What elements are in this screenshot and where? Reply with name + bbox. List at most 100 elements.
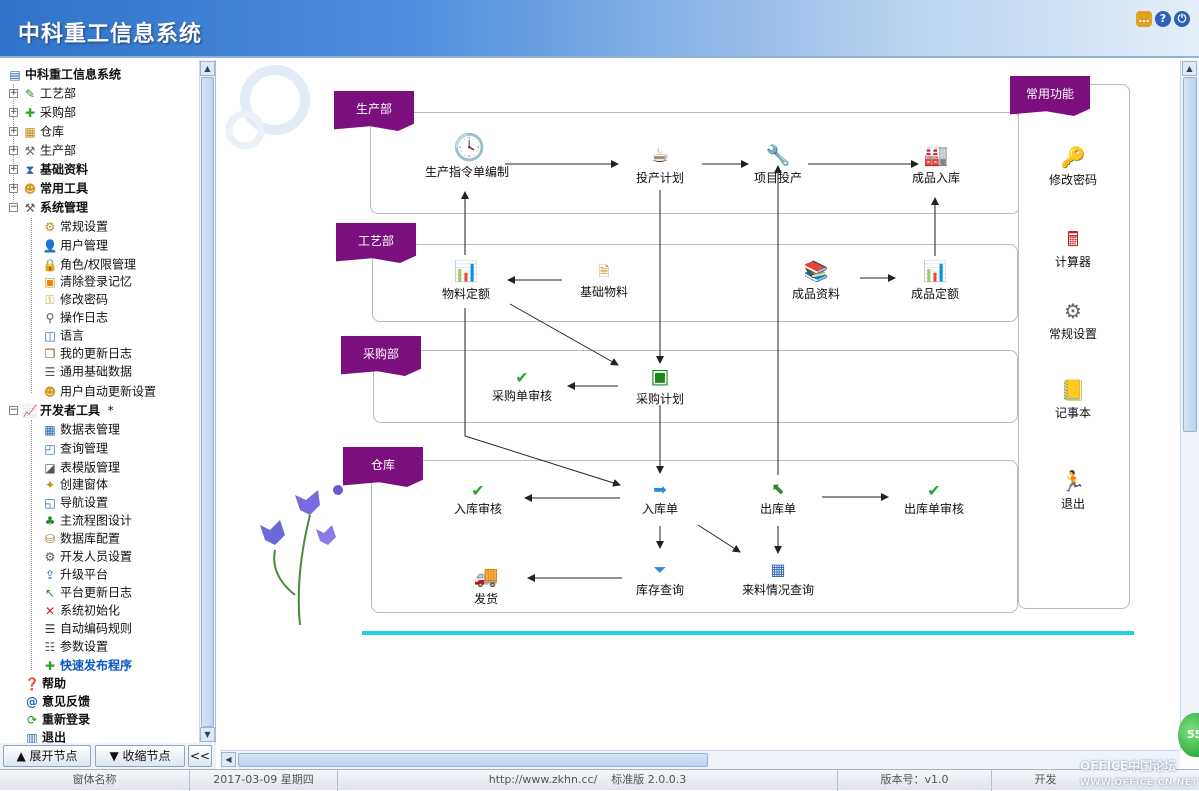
scroll-left-button[interactable]: ◀ [221, 752, 236, 767]
tree-item-purchasing[interactable]: +✚采购部 [9, 105, 77, 120]
common-general-settings[interactable]: ⚙常规设置 [1048, 299, 1097, 341]
node-outbound-review[interactable]: ✔出库单审核 [903, 481, 964, 517]
toggle-panel-button[interactable]: << [188, 745, 212, 767]
tree-item-create-form[interactable]: ✦创建窗体 [42, 475, 108, 493]
tree-scrollbar[interactable]: ▲ ▼ [199, 60, 215, 743]
main-vertical-scrollbar[interactable]: ▲ [1180, 60, 1199, 750]
tree-item-quick-publish[interactable]: ✚快速发布程序 [42, 656, 132, 674]
gear-icon: ⚙ [44, 219, 56, 234]
online-badge[interactable]: 55 [1178, 713, 1199, 757]
node-finished-data[interactable]: 📚成品资料 [791, 259, 840, 301]
tree-item-language[interactable]: ◫语言 [42, 326, 84, 344]
tree-item-template-management[interactable]: ◪表模版管理 [42, 458, 120, 476]
tree-item-developer-tools[interactable]: −📈开发者工具 * [9, 403, 114, 418]
tree-item-role-permissions[interactable]: 🔒角色/权限管理 [42, 257, 137, 272]
node-po-review[interactable]: ✔采购单审核 [491, 368, 552, 404]
node-finished-quota[interactable]: 📊成品定额 [910, 259, 959, 301]
accent-divider [362, 631, 1134, 635]
tree-item-operation-log[interactable]: ⚲操作日志 [42, 308, 108, 326]
tree-item-navigation-settings[interactable]: ◱导航设置 [42, 493, 108, 511]
tree-item-warehouse[interactable]: +▦仓库 [9, 124, 65, 139]
wrench-icon: 🔧 [765, 143, 791, 167]
tree-item-craft[interactable]: +✎工艺部 [9, 86, 77, 101]
expand-icon[interactable]: + [9, 126, 18, 136]
node-ship[interactable]: 🚚发货 [473, 564, 499, 606]
tree-root[interactable]: ▤中科重工信息系统 [7, 65, 121, 83]
tree-item-auto-code-rules[interactable]: ☰自动编码规则 [42, 619, 132, 637]
tree-item-system-management[interactable]: −⚒系统管理 [9, 200, 89, 215]
node-material-quota[interactable]: 📊物料定额 [441, 259, 490, 301]
calendar-icon: ▦ [770, 560, 786, 579]
sliders-icon: ☷ [44, 639, 56, 654]
check-icon: ✔ [515, 368, 529, 387]
tree-item-table-management[interactable]: ▦数据表管理 [42, 420, 120, 438]
expand-icon[interactable]: + [9, 164, 18, 174]
clipboard-icon: ▣ [44, 274, 56, 289]
navigation-tree-panel: ▤中科重工信息系统 +✎工艺部 +✚采购部 +▦仓库 +⚒生产部 +⧗基础资料 … [0, 60, 216, 743]
help-icon[interactable]: ? [1155, 11, 1171, 27]
tree-item-feedback[interactable]: @意见反馈 [26, 694, 91, 709]
common-change-password[interactable]: 🔑修改密码 [1048, 145, 1097, 187]
scroll-up-button[interactable]: ▲ [1182, 61, 1197, 76]
tree-item-production[interactable]: +⚒生产部 [9, 143, 77, 158]
tree-item-help[interactable]: ❓帮助 [24, 676, 67, 691]
main-horizontal-scrollbar[interactable]: ◀ [220, 750, 1180, 769]
tree-item-flowchart-design[interactable]: ♣主流程图设计 [42, 511, 132, 529]
power-icon[interactable]: ⏻ [1174, 11, 1190, 27]
node-basic-material[interactable]: 🗎基础物料 [579, 264, 628, 299]
tree-item-database-config[interactable]: ⛁数据库配置 [42, 529, 120, 547]
expand-icon[interactable]: + [9, 145, 18, 155]
main-hscroll-thumb[interactable] [238, 753, 708, 767]
collapse-nodes-button[interactable]: ▼ 收缩节点 [95, 745, 185, 767]
chart-icon: 📈 [22, 403, 38, 418]
node-inbound-review[interactable]: ✔入库审核 [453, 481, 502, 517]
section-tag-production: 生产部 [334, 91, 414, 131]
scroll-down-button[interactable]: ▼ [200, 727, 215, 742]
tree-item-user-auto-update[interactable]: ☻用户自动更新设置 [43, 384, 157, 399]
tree-item-clear-login-memory[interactable]: ▣清除登录记忆 [42, 272, 132, 290]
tree-item-exit[interactable]: ▥退出 [24, 728, 66, 744]
node-incoming-query[interactable]: ▦来料情况查询 [741, 560, 814, 597]
common-exit[interactable]: 🏃退出 [1060, 469, 1086, 511]
tree-item-platform-update-log[interactable]: ↖平台更新日志 [42, 583, 132, 601]
node-project-production[interactable]: 🔧项目投产 [753, 143, 802, 185]
expand-icon[interactable]: + [9, 183, 18, 193]
tree-item-relogin[interactable]: ⟳重新登录 [24, 710, 90, 728]
node-purchase-plan[interactable]: ▣采购计划 [635, 364, 684, 406]
chat-icon[interactable]: … [1136, 11, 1152, 27]
common-functions-section [1018, 84, 1130, 609]
main-vscroll-thumb[interactable] [1183, 77, 1197, 432]
tree-item-my-update-log[interactable]: ❐我的更新日志 [42, 344, 132, 362]
collapse-icon[interactable]: − [9, 202, 18, 212]
common-notepad[interactable]: 📒记事本 [1054, 378, 1091, 420]
sliders-icon: ☰ [44, 364, 56, 379]
node-inbound-order[interactable]: ➡入库单 [641, 480, 678, 517]
form-icon: ◪ [44, 460, 56, 475]
book-icon: ❐ [44, 346, 56, 361]
tree-item-change-password[interactable]: ⚿修改密码 [42, 290, 108, 308]
tree-item-general-settings[interactable]: ⚙常规设置 [42, 217, 108, 235]
expand-nodes-button[interactable]: ▲ 展开节点 [3, 745, 91, 767]
node-stock-query[interactable]: ⏷库存查询 [635, 560, 684, 597]
tree-item-common-base-data[interactable]: ☰通用基础数据 [42, 362, 132, 380]
node-finished-inbound[interactable]: 🏭成品入库 [911, 143, 960, 185]
node-outbound-order[interactable]: ⬉出库单 [759, 479, 796, 516]
tree-item-user-management[interactable]: 👤用户管理 [42, 238, 109, 253]
common-calculator[interactable]: 🖩计算器 [1054, 227, 1091, 269]
tree-item-query-management[interactable]: ◰查询管理 [42, 439, 108, 457]
tree-item-parameter-settings[interactable]: ☷参数设置 [42, 637, 108, 655]
coffee-cup-icon: ☕ [651, 143, 669, 167]
node-production-order[interactable]: 🕓生产指令单编制 [425, 133, 510, 179]
expand-icon[interactable]: + [9, 107, 18, 117]
tree-item-system-init[interactable]: ✕系统初始化 [42, 601, 120, 619]
node-production-plan[interactable]: ☕投产计划 [635, 143, 684, 185]
tree-item-developer-settings[interactable]: ⚙开发人员设置 [42, 547, 132, 565]
org-chart-icon: ♣ [44, 513, 56, 528]
tree-scroll-thumb[interactable] [201, 77, 214, 727]
collapse-icon[interactable]: − [9, 405, 18, 415]
scroll-up-button[interactable]: ▲ [200, 61, 215, 76]
expand-icon[interactable]: + [9, 88, 18, 98]
tree-item-basic-data[interactable]: +⧗基础资料 [9, 162, 89, 177]
tree-item-upgrade-platform[interactable]: ⇪升级平台 [42, 565, 108, 583]
tree-item-common-tools[interactable]: +☻常用工具 [9, 181, 89, 196]
